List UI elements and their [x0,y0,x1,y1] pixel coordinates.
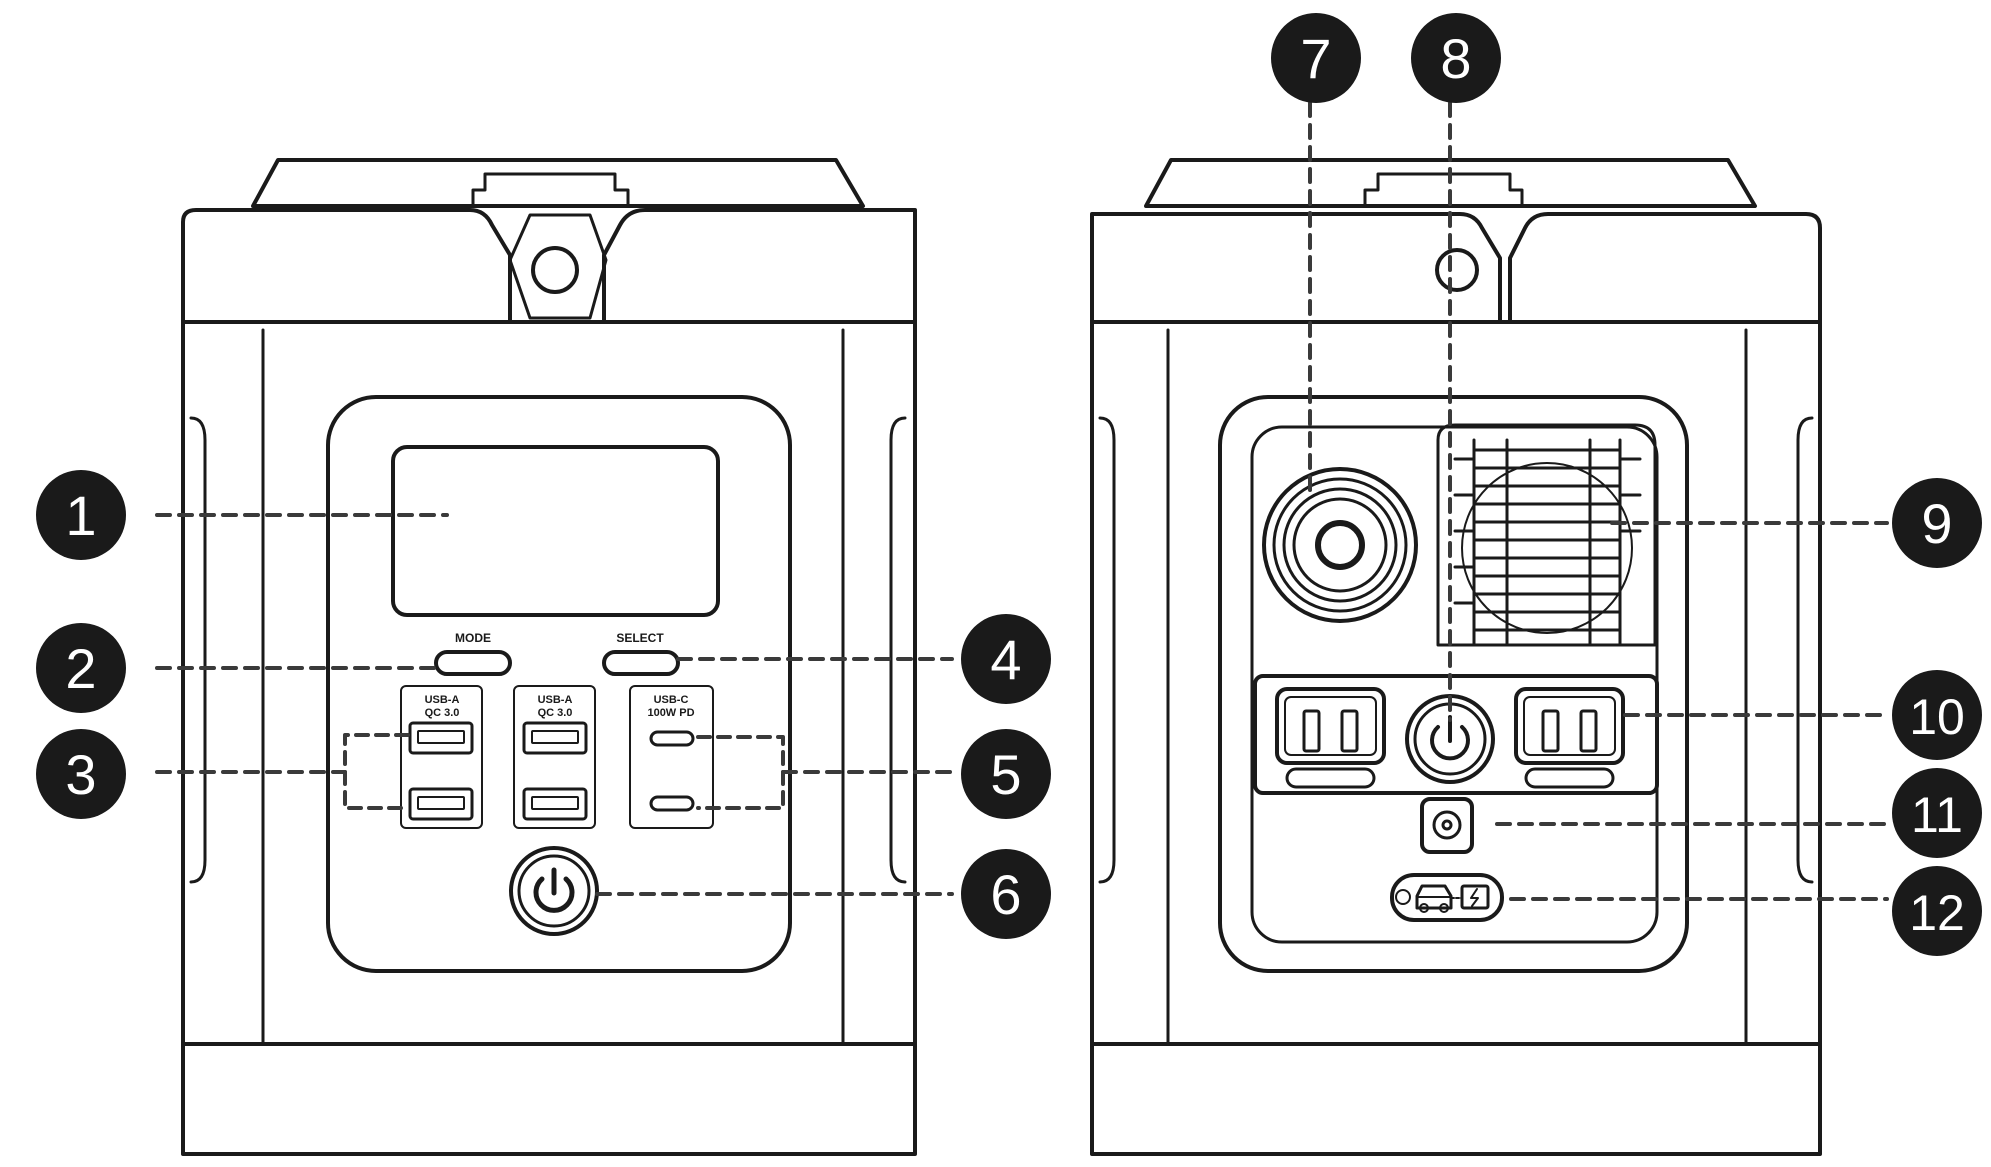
callout-number-4: 4 [990,628,1021,691]
usb-a-left-group [400,685,483,829]
usb-a-right-group [513,685,596,829]
callout-number-5: 5 [990,743,1021,806]
back-outer-panel [1218,395,1689,973]
callout-badge-11: 11 [1892,768,1982,858]
usb-a-left-label-1: USB-A [425,694,460,706]
dc-input-port[interactable] [1420,797,1474,854]
ac-outlet[interactable] [1275,687,1386,789]
mode-label: MODE [455,631,491,645]
callout-number-10: 10 [1909,689,1965,745]
select-label: SELECT [616,631,664,645]
cooling-fan-vent [1436,423,1657,647]
car-charging-icon [1390,873,1504,922]
usb-c-group [629,685,714,829]
callout-badge-3: 3 [36,729,126,819]
callout-badges: 1 2 3 4 5 6 7 8 9 10 11 12 [36,13,1982,956]
usb-a-port[interactable] [522,787,588,821]
usb-a-port[interactable] [522,721,588,755]
callout-badge-12: 12 [1892,866,1982,956]
usb-a-port[interactable] [408,721,474,755]
callout-badge-1: 1 [36,470,126,560]
callout-number-6: 6 [990,863,1021,926]
usb-a-left-label-2: QC 3.0 [425,707,460,719]
front-power-button[interactable] [509,846,599,936]
ac-outlet[interactable] [1514,687,1625,789]
callout-badge-8: 8 [1411,13,1501,103]
callout-number-3: 3 [65,743,96,806]
callout-number-1: 1 [65,484,96,547]
callout-badge-9: 9 [1892,478,1982,568]
car-socket-port[interactable] [1262,467,1418,623]
usb-c-label-2: 100W PD [647,707,694,719]
callout-badge-2: 2 [36,623,126,713]
mode-button[interactable] [434,650,512,676]
display-screen [391,445,720,617]
front-unit [181,158,917,1156]
callout-number-11: 11 [1911,787,1963,843]
ac-outlet-strip [1253,674,1659,795]
usb-a-right-label-2: QC 3.0 [538,707,573,719]
back-hinge-knob [1435,248,1479,292]
ac-power-icon [1430,725,1470,761]
front-hinge-knob [531,246,579,294]
front-power-icon [533,876,575,913]
usb-a-right-label-1: USB-A [538,694,573,706]
front-handle [251,158,865,208]
callout-badge-4: 4 [961,614,1051,704]
callout-number-12: 12 [1909,885,1965,941]
usb-c-label-1: USB-C [654,694,689,706]
front-control-panel [326,395,792,973]
usb-a-port[interactable] [408,787,474,821]
panel-labels: MODE SELECT USB-A QC 3.0 USB-A QC 3.0 US… [425,631,695,719]
back-handle [1144,158,1757,208]
callout-badge-6: 6 [961,849,1051,939]
select-button[interactable] [602,650,680,676]
usb-c-port[interactable] [649,795,695,812]
callout-badge-7: 7 [1271,13,1361,103]
back-unit [1090,101,1822,1156]
leader-lines [155,513,1889,901]
callout-number-2: 2 [65,637,96,700]
callout-number-8: 8 [1440,27,1471,90]
callout-number-7: 7 [1300,27,1331,90]
callout-badge-5: 5 [961,729,1051,819]
callout-badge-10: 10 [1892,670,1982,760]
callout-number-9: 9 [1921,492,1952,555]
usb-c-port[interactable] [649,730,695,747]
back-body [1090,320,1822,1156]
